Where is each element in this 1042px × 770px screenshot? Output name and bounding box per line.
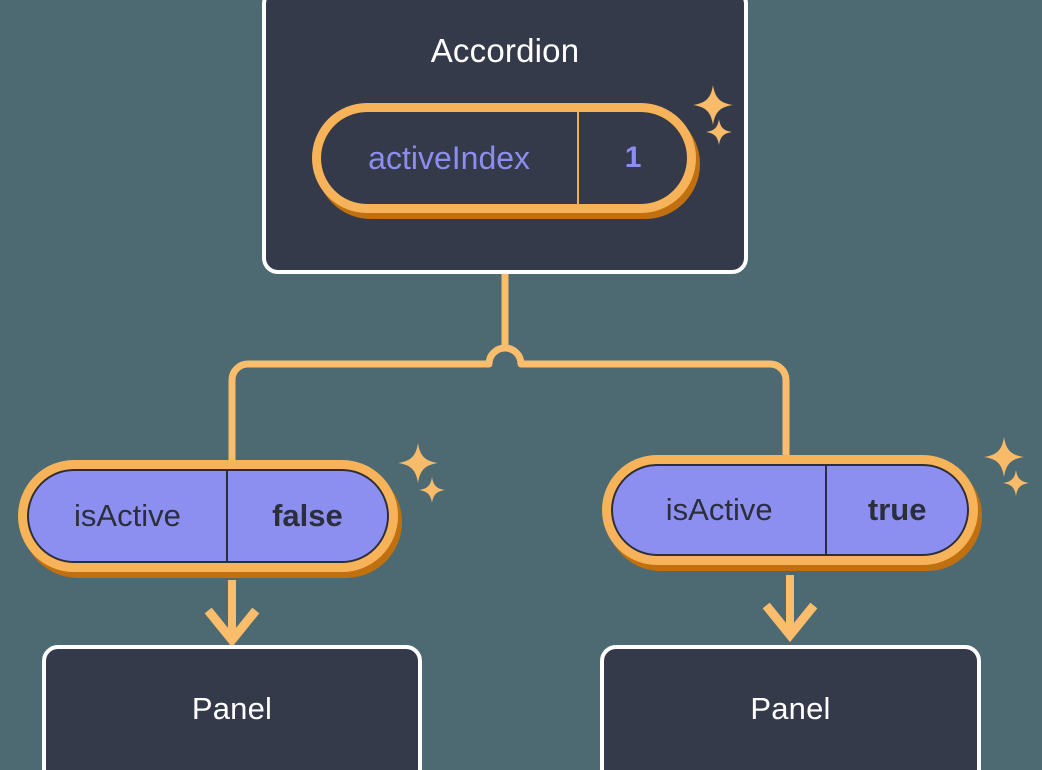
- right-isactive-key: isActive: [665, 492, 773, 527]
- connector-root-to-branches: [501, 268, 790, 466]
- arrow-right-head-icon: [762, 602, 818, 643]
- sparkle-small-icon: [1003, 470, 1029, 496]
- right-isactive-state-pill[interactable]: isActive true: [602, 455, 982, 571]
- pill-inner: isActive false: [27, 469, 389, 563]
- arrow-left-head-icon: [204, 607, 260, 648]
- activeindex-key: activeIndex: [368, 139, 531, 176]
- sparkle-large-icon: [398, 443, 438, 483]
- sparkle-large-icon: [984, 437, 1024, 477]
- pill-inner: isActive true: [611, 464, 969, 556]
- left-isactive-value: false: [225, 471, 387, 561]
- pill-body: isActive false: [18, 460, 398, 572]
- left-isactive-state-pill[interactable]: isActive false: [18, 460, 402, 578]
- connector-root-to-left-branch: [228, 344, 509, 466]
- right-isactive-value: true: [825, 466, 967, 554]
- panel-title-left: Panel: [191, 691, 273, 726]
- accordion-title: Accordion: [430, 32, 580, 69]
- panel-component-left[interactable]: Panel: [42, 645, 422, 770]
- left-isactive-key: isActive: [74, 498, 181, 533]
- panel-title-right: Panel: [750, 691, 831, 726]
- pill-body: isActive true: [602, 455, 978, 565]
- activeindex-state-pill[interactable]: activeIndex 1: [312, 103, 700, 219]
- pill-body: activeIndex 1: [312, 103, 696, 213]
- sparkle-small-icon: [419, 477, 445, 503]
- pill-inner: activeIndex 1: [321, 112, 687, 204]
- activeindex-value: 1: [577, 112, 687, 204]
- panel-component-right[interactable]: Panel: [600, 645, 981, 770]
